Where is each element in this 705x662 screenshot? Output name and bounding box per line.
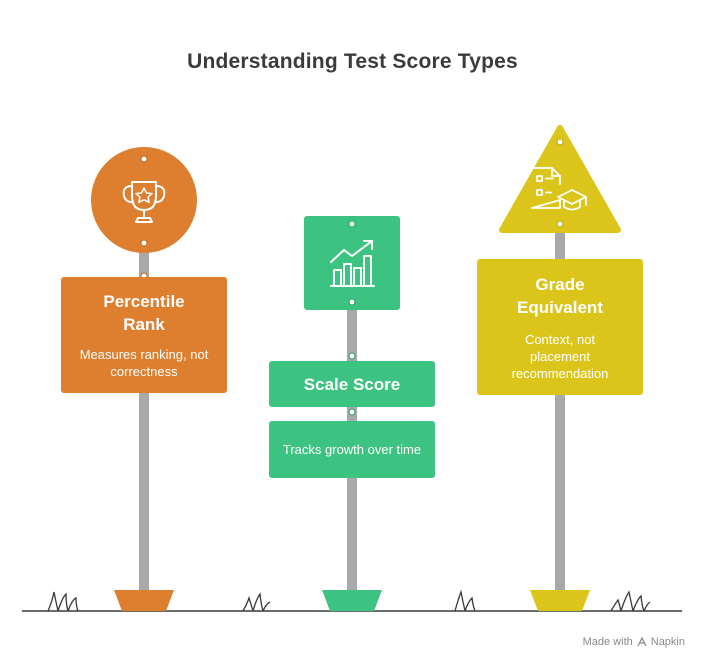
scale-score-sign: Scale Score xyxy=(269,361,435,407)
sign-title: Grade Equivalent xyxy=(517,274,603,317)
napkin-watermark: Made with Napkin xyxy=(583,636,685,648)
post-pole xyxy=(555,230,565,590)
napkin-logo-icon xyxy=(637,637,647,647)
post-base xyxy=(322,590,382,611)
sign-title: Percentile Rank xyxy=(103,292,185,334)
sign-square xyxy=(304,216,400,310)
sign-description: Tracks growth over time xyxy=(282,442,422,457)
trophy-star-icon xyxy=(122,181,166,223)
checklist-graduation-icon xyxy=(531,167,587,211)
watermark-text: Made with xyxy=(582,636,633,648)
percentile-rank-sign: Percentile Rank Measures ranking, not co… xyxy=(61,277,227,393)
sign-description: Context, not placement recommendation xyxy=(511,331,609,381)
grass-decoration xyxy=(47,589,651,612)
watermark-brand: Napkin xyxy=(650,636,685,648)
post-base xyxy=(530,590,590,611)
post-base xyxy=(114,590,174,611)
scale-score-description-sign: Tracks growth over time xyxy=(269,421,435,478)
post-pole xyxy=(139,230,149,590)
diagram-title: Understanding Test Score Types xyxy=(187,50,518,73)
sign-description: Measures ranking, not correctness xyxy=(79,347,209,379)
sign-title: Scale Score xyxy=(303,374,401,394)
grade-equivalent-sign: Grade Equivalent Context, not placement … xyxy=(477,259,643,395)
growth-chart-icon xyxy=(330,240,375,287)
